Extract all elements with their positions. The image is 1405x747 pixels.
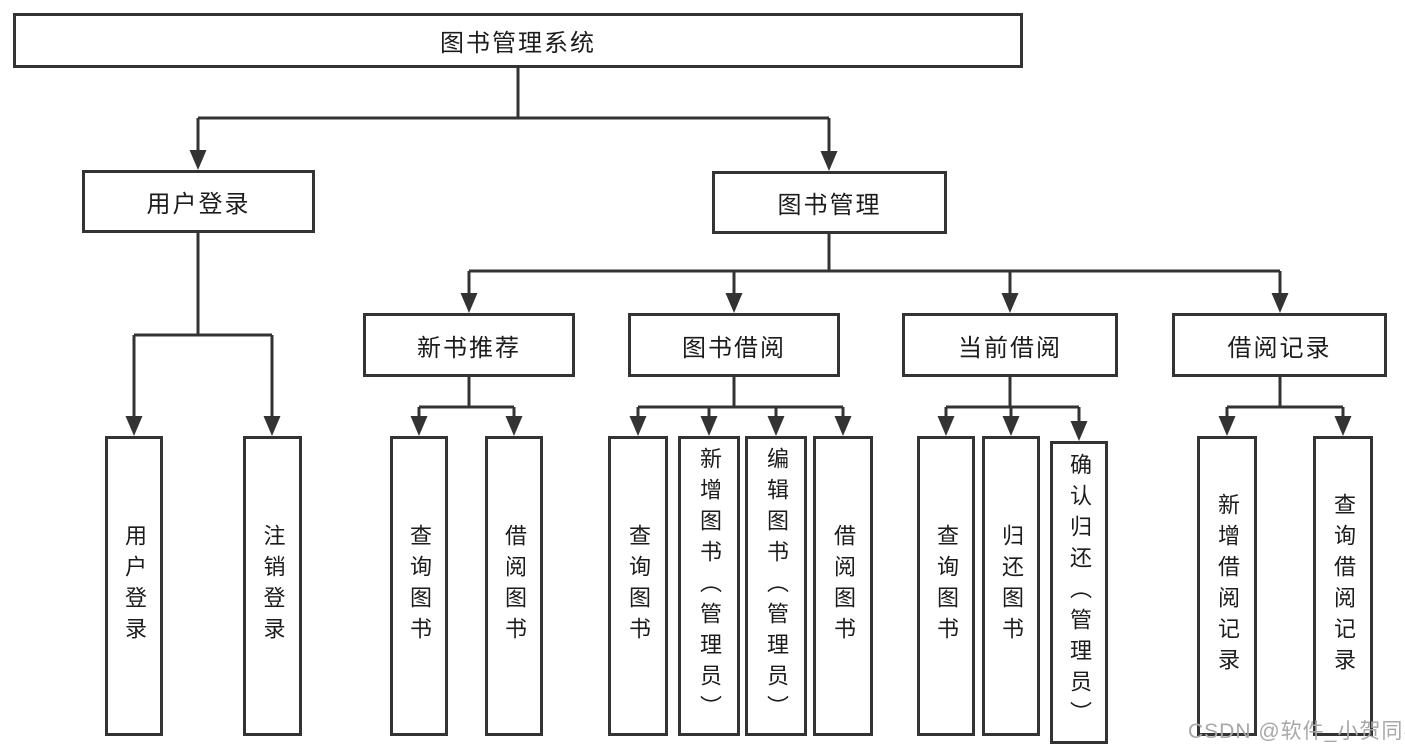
arrowhead-icon	[1002, 416, 1020, 436]
arrowhead-icon	[189, 150, 207, 170]
arrowhead-icon	[1271, 293, 1289, 313]
leaf-edit-book-admin-label: 编辑图书（管理员）	[764, 446, 789, 726]
arrowhead-icon	[834, 416, 852, 436]
node-book-borrow: 图书借阅	[628, 313, 840, 377]
node-user-login: 用户登录	[82, 170, 315, 233]
leaf-logout: 注销登录	[243, 436, 302, 736]
leaf-borrow-book-2-label: 借阅图书	[831, 524, 856, 648]
node-new-book-recommend: 新书推荐	[363, 313, 575, 377]
leaf-confirm-return-admin-label: 确认归还（管理员）	[1067, 453, 1092, 732]
leaf-user-login-label: 用户登录	[122, 524, 147, 648]
leaf-query-book-3-label: 查询图书	[934, 524, 959, 648]
arrowhead-icon	[767, 416, 785, 436]
node-book-management: 图书管理	[712, 171, 947, 234]
arrowhead-icon	[263, 416, 281, 436]
node-book-borrow-label: 图书借阅	[682, 334, 786, 362]
node-book-management-label: 图书管理	[777, 192, 882, 219]
leaf-query-book-3: 查询图书	[917, 436, 975, 736]
node-new-book-recommend-label: 新书推荐	[417, 334, 521, 362]
arrowhead-icon	[820, 151, 838, 171]
leaf-query-borrow-record-label: 查询借阅记录	[1331, 493, 1356, 679]
arrowhead-icon	[1001, 293, 1019, 313]
leaf-user-login: 用户登录	[105, 436, 163, 736]
leaf-query-book-2: 查询图书	[608, 436, 668, 736]
arrowhead-icon	[1070, 421, 1088, 441]
leaf-query-book-2-label: 查询图书	[626, 524, 651, 648]
node-root: 图书管理系统	[13, 13, 1023, 68]
arrowhead-icon	[937, 416, 955, 436]
arrowhead-icon	[1334, 416, 1352, 436]
arrowhead-icon	[629, 416, 647, 436]
leaf-edit-book-admin: 编辑图书（管理员）	[745, 436, 807, 736]
leaf-query-book-1-label: 查询图书	[407, 524, 432, 648]
arrowhead-icon	[125, 416, 143, 436]
leaf-query-book-1: 查询图书	[390, 436, 448, 736]
leaf-borrow-book-2: 借阅图书	[813, 436, 873, 736]
leaf-add-book-admin-label: 新增图书（管理员）	[697, 446, 722, 726]
leaf-borrow-book-1-label: 借阅图书	[502, 524, 527, 648]
leaf-return-book: 归还图书	[982, 436, 1040, 736]
arrowhead-icon	[410, 416, 428, 436]
leaf-borrow-book-1: 借阅图书	[485, 436, 543, 736]
arrowhead-icon	[505, 416, 523, 436]
leaf-return-book-label: 归还图书	[999, 524, 1024, 648]
node-borrow-record-label: 借阅记录	[1227, 334, 1332, 362]
leaf-add-borrow-record-label: 新增借阅记录	[1215, 493, 1240, 679]
leaf-add-book-admin: 新增图书（管理员）	[678, 436, 740, 736]
arrowhead-icon	[460, 293, 478, 313]
arrowhead-icon	[725, 293, 743, 313]
leaf-add-borrow-record: 新增借阅记录	[1197, 436, 1257, 736]
watermark: CSDN @软件_小贺同学	[1188, 720, 1405, 743]
leaf-confirm-return-admin: 确认归还（管理员）	[1050, 441, 1108, 744]
leaf-query-borrow-record: 查询借阅记录	[1313, 436, 1373, 736]
leaf-logout-label: 注销登录	[260, 524, 286, 648]
node-user-login-label: 用户登录	[146, 191, 251, 218]
node-borrow-record: 借阅记录	[1172, 313, 1387, 377]
node-root-label: 图书管理系统	[440, 30, 596, 57]
arrowhead-icon	[700, 416, 718, 436]
arrowhead-icon	[1218, 416, 1236, 436]
node-current-borrow-label: 当前借阅	[958, 334, 1062, 362]
node-current-borrow: 当前借阅	[902, 313, 1118, 377]
